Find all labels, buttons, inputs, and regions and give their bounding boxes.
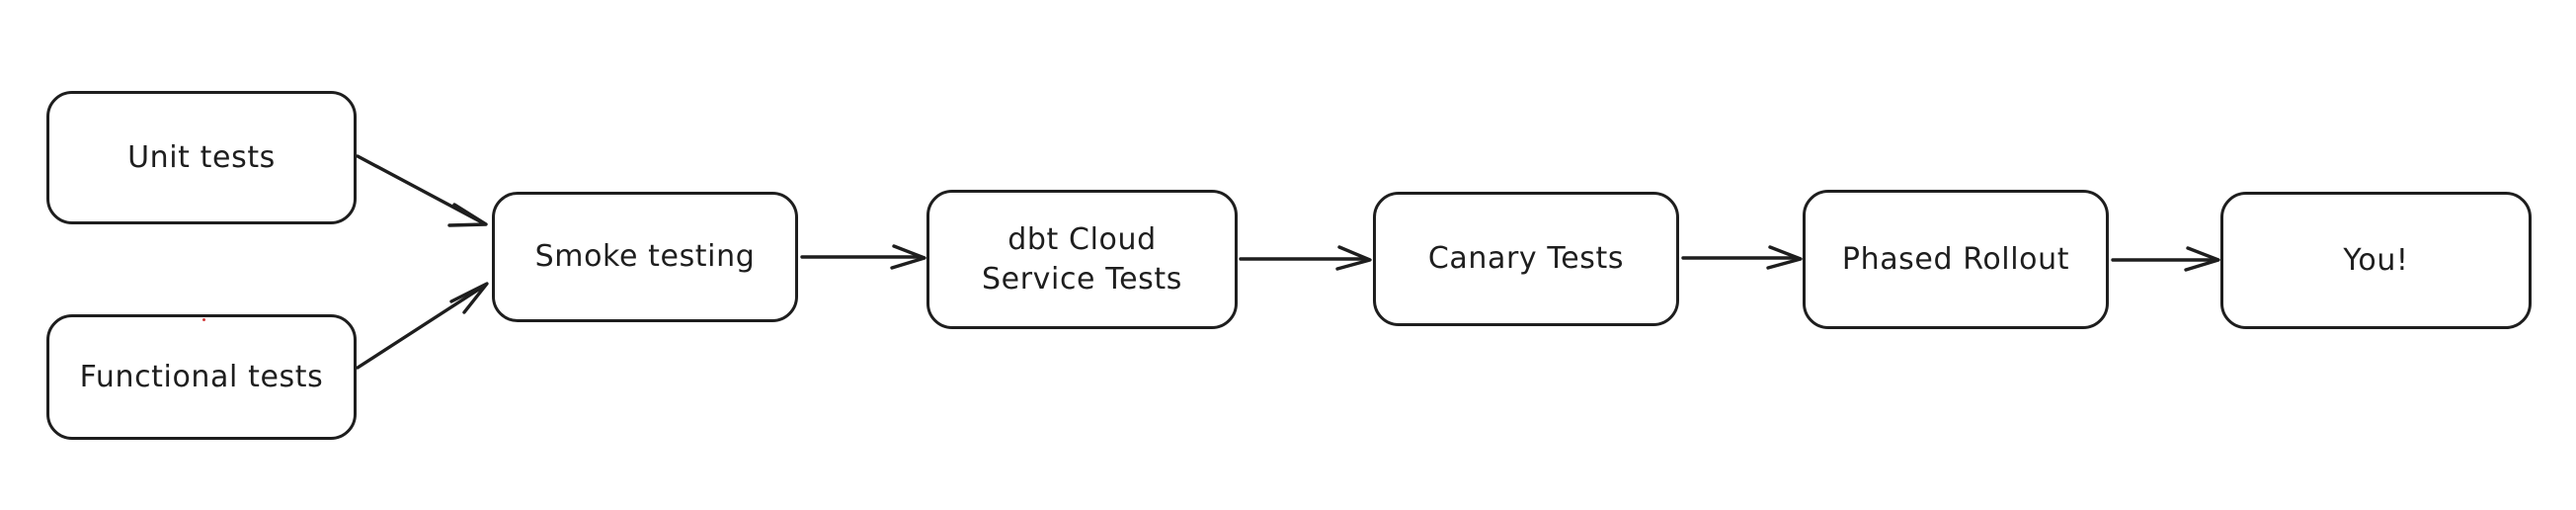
- node-you[interactable]: You!: [2220, 192, 2532, 329]
- stray-ink-speck: [202, 318, 205, 321]
- node-canary-tests[interactable]: Canary Tests: [1373, 192, 1679, 326]
- arrowhead-icon: [1335, 245, 1372, 271]
- node-smoke-testing-label: Smoke testing: [534, 239, 756, 275]
- node-unit-tests-label: Unit tests: [127, 139, 276, 175]
- arrowhead-icon: [2184, 246, 2220, 272]
- node-phased-rollout[interactable]: Phased Rollout: [1803, 190, 2109, 329]
- node-functional-tests[interactable]: Functional tests: [46, 314, 357, 440]
- node-smoke-testing[interactable]: Smoke testing: [492, 192, 798, 322]
- arrowhead-icon: [449, 282, 489, 314]
- node-functional-tests-label: Functional tests: [79, 359, 324, 394]
- arrowhead-icon: [447, 203, 488, 227]
- node-dbt-cloud-service-tests-label: dbt Cloud Service Tests: [982, 221, 1182, 297]
- node-dbt-cloud-service-tests[interactable]: dbt Cloud Service Tests: [926, 190, 1238, 329]
- node-unit-tests[interactable]: Unit tests: [46, 91, 357, 224]
- edge-unit-tests-to-smoke-testing: [356, 154, 488, 227]
- arrowhead-icon: [1766, 245, 1803, 270]
- edge-dbt-cloud-service-tests-to-canary-tests: [1239, 245, 1372, 271]
- arrowhead-icon: [890, 244, 926, 270]
- edge-functional-tests-to-smoke-testing: [356, 282, 489, 370]
- node-you-label: You!: [2343, 242, 2409, 278]
- edge-phased-rollout-to-you: [2111, 246, 2220, 272]
- edge-smoke-testing-to-dbt-cloud-service-tests: [800, 244, 926, 270]
- node-canary-tests-label: Canary Tests: [1427, 241, 1625, 277]
- edge-canary-tests-to-phased-rollout: [1681, 245, 1803, 270]
- node-phased-rollout-label: Phased Rollout: [1841, 241, 2070, 277]
